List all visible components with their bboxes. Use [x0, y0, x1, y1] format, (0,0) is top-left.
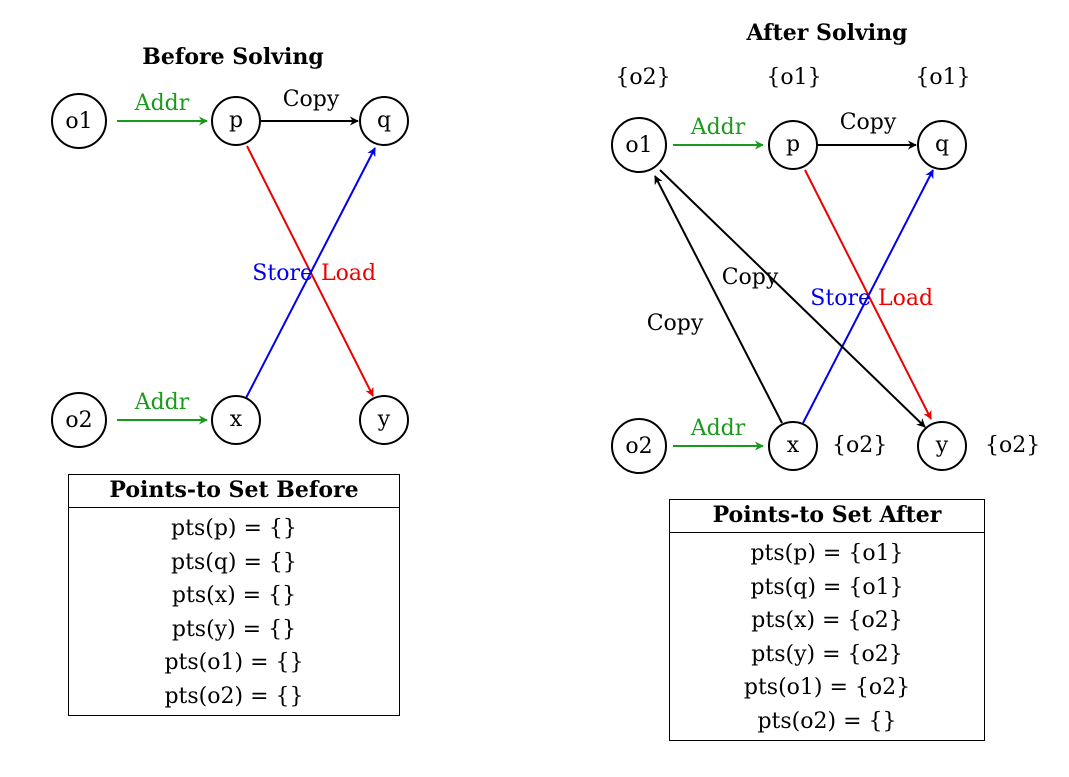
svg-text:o2: o2	[625, 434, 652, 459]
after-table-row: pts(q) = {o1}	[750, 574, 904, 600]
before-table-row: pts(p) = {}	[171, 516, 297, 541]
svg-text:y: y	[935, 433, 949, 458]
before-table-row: pts(x) = {}	[171, 583, 297, 608]
after-table-row: pts(p) = {o1}	[750, 541, 904, 566]
after-node-y: y	[917, 421, 967, 471]
before-node-o1: o1	[51, 93, 107, 149]
svg-text:p: p	[786, 132, 800, 157]
svg-text:q: q	[935, 132, 949, 157]
after-table-header: Points-to Set After	[670, 500, 984, 533]
after-node-x: x	[768, 421, 818, 471]
svg-text:p: p	[229, 108, 243, 133]
before-label-copy: Copy	[283, 87, 340, 112]
after-table-row: pts(y) = {o2}	[751, 641, 903, 667]
before-label-addr-bottom: Addr	[134, 390, 190, 415]
before-edge-p-y	[246, 145, 374, 397]
before-table-row: pts(o2) = {}	[164, 683, 304, 709]
after-label-store: Store	[810, 286, 871, 311]
after-set-o1: {o2}	[615, 65, 670, 90]
after-edge-p-y	[804, 169, 932, 420]
svg-text:o1: o1	[625, 133, 652, 158]
before-title: Before Solving	[142, 44, 323, 70]
after-label-copy-left: Copy	[647, 311, 704, 336]
before-label-addr-top: Addr	[134, 91, 190, 116]
after-node-q: q	[917, 120, 967, 170]
after-table-row: pts(x) = {o2}	[751, 608, 903, 633]
after-label-copy-cross: Copy	[722, 265, 779, 290]
svg-text:y: y	[377, 407, 391, 432]
svg-text:o2: o2	[65, 408, 92, 433]
after-node-p: p	[768, 120, 818, 170]
before-node-o2: o2	[51, 392, 107, 448]
before-table-row: pts(o1) = {}	[164, 650, 304, 675]
after-set-p: {o1}	[766, 65, 821, 90]
after-table-row: pts(o1) = {o2}	[743, 675, 911, 700]
after-label-copy-top: Copy	[840, 110, 897, 135]
before-points-to-table: Points-to Set Before pts(p) = {} pts(q) …	[68, 474, 400, 716]
after-label-addr-bottom: Addr	[690, 416, 746, 441]
after-edge-x-o1	[654, 175, 783, 424]
svg-text:o1: o1	[65, 109, 92, 134]
after-title: After Solving	[746, 20, 908, 46]
after-set-x: {o2}	[832, 433, 887, 458]
after-edge-o1-y	[659, 169, 926, 428]
before-label-store: Store	[252, 261, 313, 286]
after-points-to-table: Points-to Set After pts(p) = {o1} pts(q)…	[669, 499, 985, 741]
after-set-q: {o1}	[915, 65, 970, 90]
after-label-addr-top: Addr	[690, 115, 746, 140]
after-node-o2: o2	[611, 418, 667, 474]
before-table-header: Points-to Set Before	[69, 475, 399, 508]
before-label-load: Load	[321, 261, 376, 286]
before-node-p: p	[211, 96, 261, 146]
before-table-row: pts(y) = {}	[171, 616, 297, 642]
svg-text:q: q	[377, 108, 391, 133]
after-label-load: Load	[878, 286, 933, 311]
after-node-o1: o1	[611, 117, 667, 173]
after-table-row: pts(o2) = {}	[757, 708, 897, 734]
before-table-row: pts(q) = {}	[171, 549, 297, 575]
before-node-x: x	[211, 395, 261, 445]
before-node-y: y	[359, 395, 409, 445]
after-set-y: {o2}	[985, 433, 1040, 458]
svg-text:x: x	[787, 433, 800, 458]
svg-text:x: x	[230, 407, 243, 432]
before-node-q: q	[359, 96, 409, 146]
